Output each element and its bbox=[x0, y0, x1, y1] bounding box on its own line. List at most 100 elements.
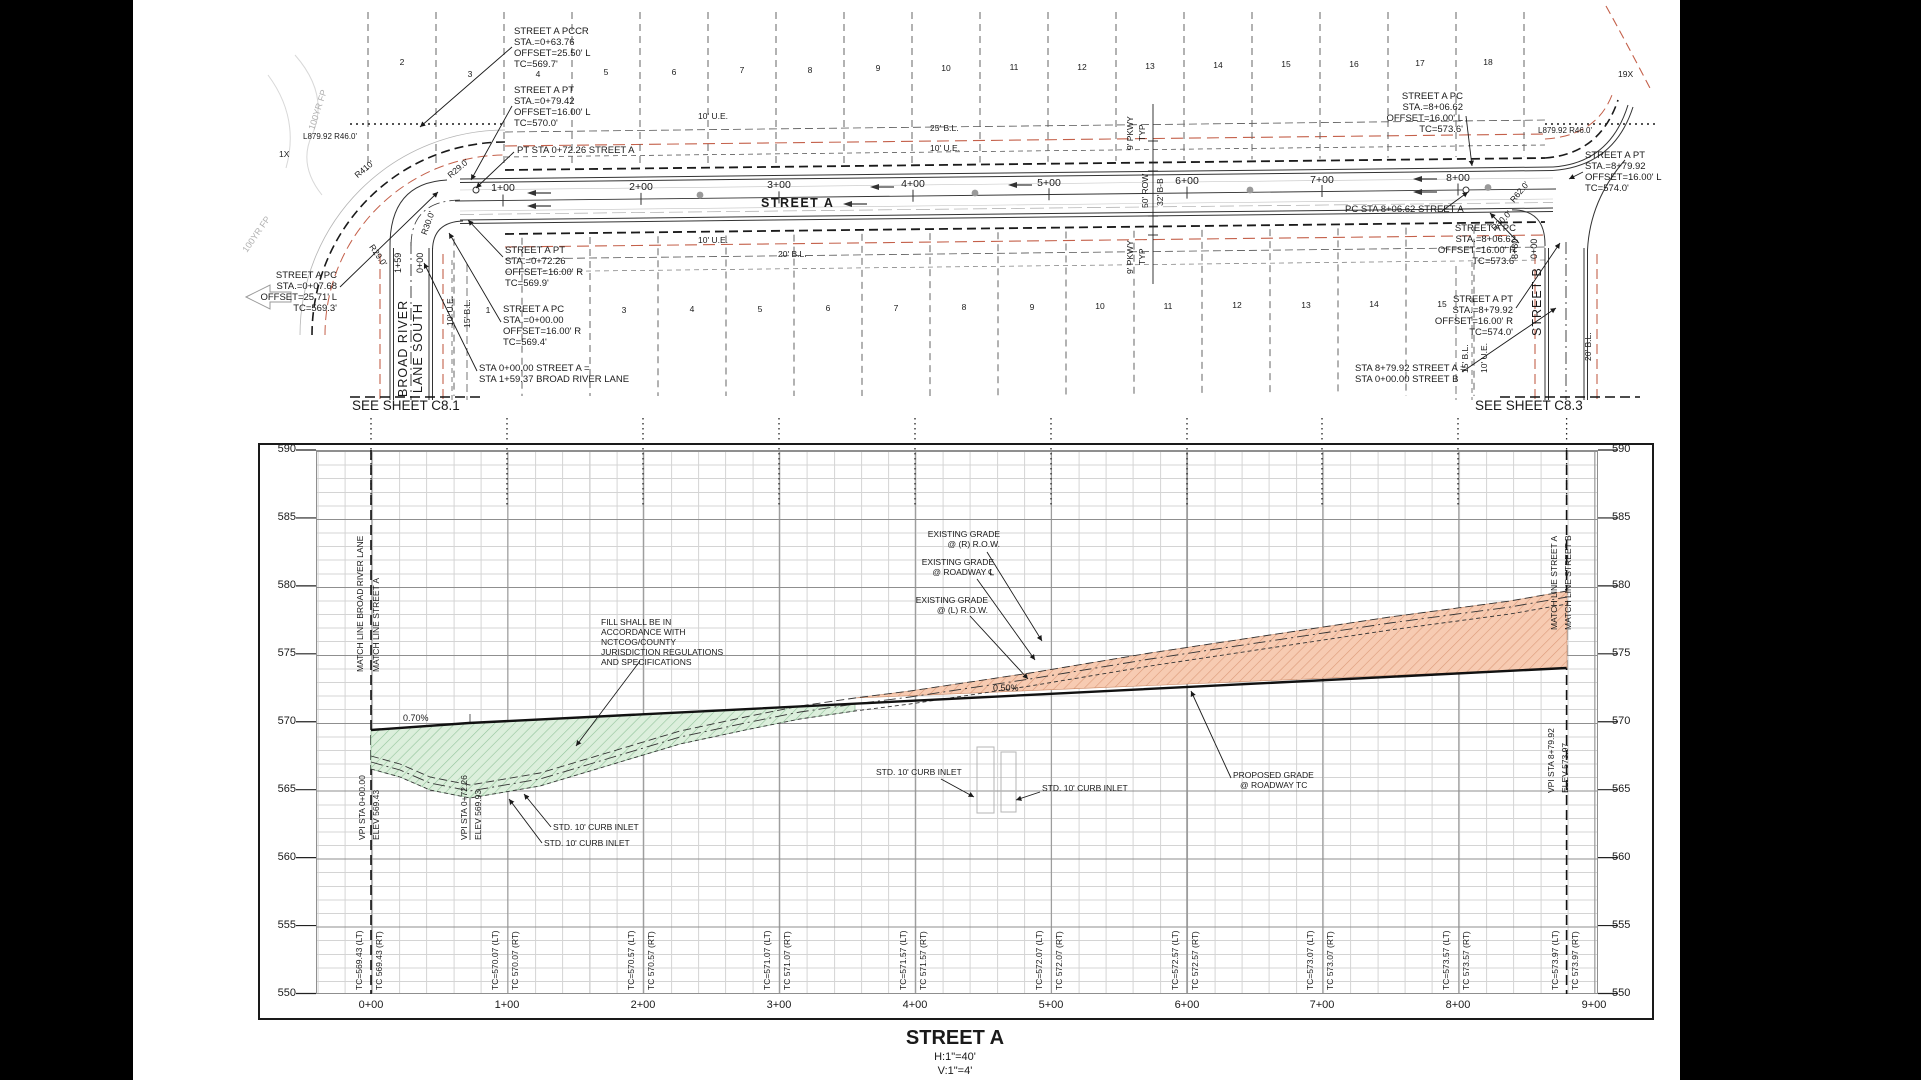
match-line-label: MATCH LINE STREET B bbox=[1563, 535, 1573, 630]
lot-number: 6 bbox=[825, 303, 831, 313]
tc-label: TC 573.57 (RT) bbox=[1461, 931, 1471, 990]
plan-station: 8+00 bbox=[1446, 172, 1470, 184]
callout-pt-l: TC=570.0' bbox=[514, 118, 558, 129]
match-line-label: MATCH LINE BROAD RIVER LANE bbox=[355, 535, 365, 672]
fill-note: NCTCOG/COUNTY bbox=[601, 637, 677, 647]
plan-station: 4+00 bbox=[901, 178, 925, 190]
callout-pc-left: STA.=0+07.68 bbox=[276, 281, 337, 292]
lot-number: 6 bbox=[671, 67, 677, 77]
curb-inlet-note: STD. 10' CURB INLET bbox=[544, 838, 630, 848]
callout-pccr: TC=569.7' bbox=[514, 59, 558, 70]
callout-pc-left: STREET A PC bbox=[275, 270, 337, 281]
centerline-arc bbox=[410, 199, 461, 247]
elev-label: 580 bbox=[277, 579, 296, 591]
elev-label: 550 bbox=[277, 987, 296, 999]
existing-grade-line bbox=[370, 590, 1568, 786]
profile-station: 0+00 bbox=[358, 999, 384, 1011]
plan-station: 3+00 bbox=[767, 179, 791, 191]
vpi-label: ELEV 569.93 bbox=[473, 789, 483, 840]
callout-pt8-l: OFFSET=16.00' L bbox=[1585, 172, 1662, 183]
curb-return bbox=[432, 220, 464, 251]
tc-label: TC 570.07 (RT) bbox=[510, 931, 520, 990]
utility-line bbox=[459, 202, 1554, 215]
tc-label: TC=571.07 (LT) bbox=[762, 930, 772, 990]
grade-label: 0.70% bbox=[403, 713, 429, 723]
callout-pt-l: OFFSET=16.00' L bbox=[514, 107, 591, 118]
direction-arrow bbox=[244, 284, 292, 310]
setback-label: 15' B.L. bbox=[1460, 344, 1470, 373]
leader-line bbox=[419, 46, 513, 128]
existing-grade-note: EXISTING GRADE bbox=[915, 595, 988, 605]
row-arc bbox=[324, 154, 506, 336]
easement-label: 10' U.E. bbox=[1479, 343, 1489, 373]
leader-line bbox=[1489, 212, 1520, 244]
curve-table: L879.92 R46.0' bbox=[303, 132, 358, 141]
see-sheet-left: SEE SHEET C8.1 bbox=[352, 398, 460, 413]
fill-note: AND SPECIFICATIONS bbox=[601, 657, 692, 667]
existing-grade-note: EXISTING GRADE bbox=[927, 529, 1000, 539]
elev-label: 585 bbox=[1612, 511, 1631, 523]
row-line bbox=[504, 133, 1546, 147]
contour-line bbox=[294, 54, 323, 196]
tc-label: TC 573.07 (RT) bbox=[1325, 931, 1335, 990]
lot-number: 10 bbox=[941, 63, 951, 73]
easement-label: 10' U.E. bbox=[930, 143, 960, 153]
existing-grade-note: @ (L) R.O.W. bbox=[936, 605, 988, 615]
street-name-main: STREET A bbox=[761, 196, 835, 210]
leader-line bbox=[575, 660, 641, 747]
vpi-label: VPI STA 8+79.92 bbox=[1546, 728, 1556, 793]
leader-line bbox=[467, 219, 504, 258]
curb-inlet-note: STD. 10' CURB INLET bbox=[876, 767, 962, 777]
callout-pt-sta: PT STA 0+72.26 STREET A bbox=[517, 145, 635, 156]
lot-number: 4 bbox=[535, 69, 541, 79]
tc-label: TC 572.57 (RT) bbox=[1190, 931, 1200, 990]
callout-pt8-r: STREET A PT bbox=[1452, 294, 1513, 305]
profile-station: 9+00 bbox=[1581, 999, 1607, 1011]
curb-inlet-note: STD. 10' CURB INLET bbox=[1042, 783, 1128, 793]
callout-pt-l: STA.=0+79.42 bbox=[514, 96, 575, 107]
lot-number: 14 bbox=[1369, 299, 1379, 309]
flow-arrow bbox=[1008, 182, 1017, 188]
fill-area-green bbox=[370, 703, 856, 799]
elev-label: 555 bbox=[277, 919, 296, 931]
callout-pc-r: OFFSET=16.00' R bbox=[503, 326, 582, 337]
profile-station: 8+00 bbox=[1445, 999, 1471, 1011]
leader-line bbox=[1441, 191, 1469, 212]
setback-label: 20' B.L. bbox=[1583, 332, 1593, 361]
lot-number: 13 bbox=[1301, 300, 1311, 310]
lot-number: 18 bbox=[1483, 57, 1493, 67]
plan-station: 5+00 bbox=[1037, 177, 1061, 189]
lot-number: 1 bbox=[485, 305, 491, 315]
curb-return bbox=[1511, 209, 1546, 247]
property-arc bbox=[311, 141, 506, 336]
curb-line bbox=[459, 211, 1554, 224]
proposed-grade-note: @ ROADWAY TC bbox=[1240, 780, 1308, 790]
curb-return bbox=[1552, 106, 1634, 171]
tc-label: TC 571.57 (RT) bbox=[918, 931, 928, 990]
elev-label: 565 bbox=[1612, 783, 1631, 795]
callout-pccr: OFFSET=25.50' L bbox=[514, 48, 591, 59]
leader-line bbox=[976, 578, 1036, 661]
leader-line bbox=[1190, 690, 1232, 779]
callout-pc-left: OFFSET=25.71' L bbox=[260, 292, 337, 303]
callout-pc8-r: OFFSET=16.00' R bbox=[1437, 245, 1516, 256]
parkway-label: 9' PKWY bbox=[1125, 116, 1135, 150]
edge-line bbox=[459, 198, 1554, 212]
lot-number: 4 bbox=[689, 304, 695, 314]
lot-number: 8 bbox=[961, 302, 967, 312]
edge-arc bbox=[299, 129, 506, 336]
callout-pt-r: STA.=0+72.26 bbox=[505, 256, 566, 267]
station-equation: STA 0+00.00 STREET A = bbox=[479, 363, 590, 374]
parkway-label: TYP bbox=[1137, 248, 1147, 265]
callout-pc8-r: TC=573.6' bbox=[1472, 256, 1516, 267]
lot-number: 7 bbox=[739, 65, 745, 75]
lot-number: 5 bbox=[603, 67, 609, 77]
leader-line bbox=[986, 551, 1043, 642]
elev-label: 555 bbox=[1612, 919, 1631, 931]
grade-label: 0.50% bbox=[993, 683, 1019, 693]
elev-label: 565 bbox=[277, 783, 296, 795]
lot-number: 10 bbox=[1095, 301, 1105, 311]
lot-number: 9 bbox=[1029, 302, 1035, 312]
tc-label: TC 573.97 (RT) bbox=[1570, 931, 1580, 990]
elev-label: 560 bbox=[1612, 851, 1631, 863]
